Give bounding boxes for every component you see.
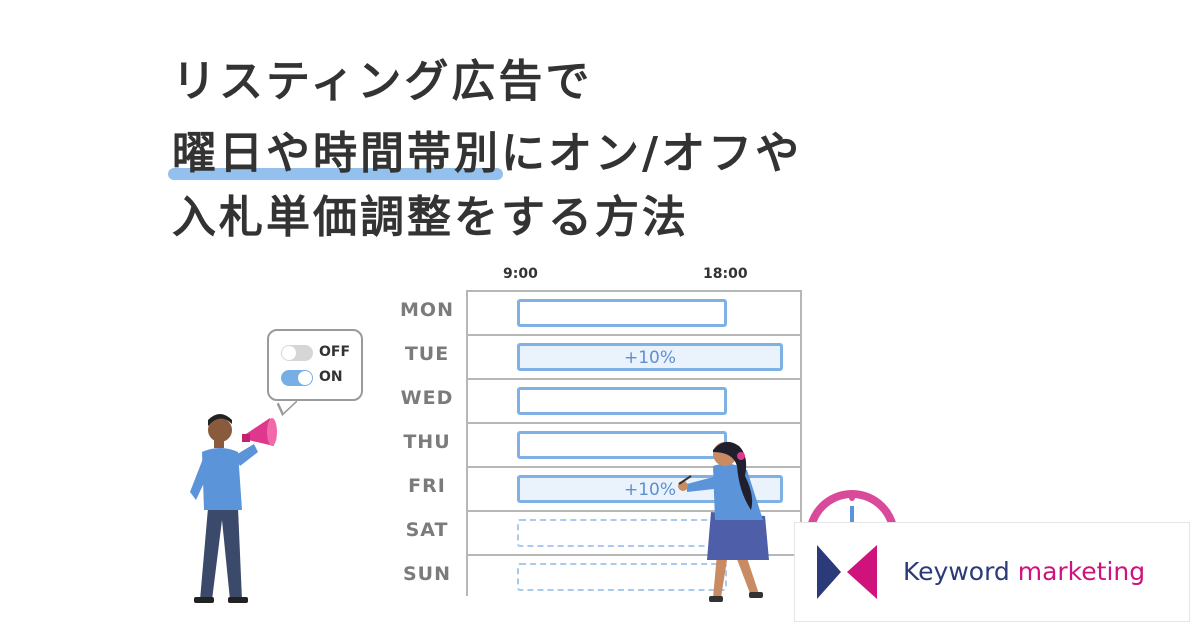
time-label-18: 18:00 — [703, 266, 748, 282]
schedule-row-thu — [468, 424, 800, 468]
logo-word-keyword: Keyword — [903, 557, 1010, 586]
schedule-row-sat — [468, 512, 800, 556]
schedule-row-mon — [468, 292, 800, 336]
title-highlight: 曜日や時間帯別 — [168, 126, 503, 182]
title-line-1: リスティング広告で — [172, 56, 593, 107]
title-line-2-rest: にオン/オフや — [501, 128, 803, 179]
schedule-bar-sun — [517, 563, 727, 591]
schedule-row-wed — [468, 380, 800, 424]
title-line-3: 入札単価調整をする方法 — [172, 192, 689, 243]
day-label-fri: FRI — [408, 475, 446, 497]
schedule-bar-mon — [517, 299, 727, 327]
logo-text: Keyword marketing — [903, 557, 1145, 586]
toggle-on-label: ON — [319, 369, 343, 385]
day-label-thu: THU — [403, 431, 451, 453]
woman-drawing-illustration — [678, 441, 769, 602]
toggle-off-label: OFF — [319, 344, 351, 360]
schedule-bar-tue: +10% — [517, 343, 783, 371]
logo-word-marketing: marketing — [1017, 557, 1146, 586]
schedule-bar-wed — [517, 387, 727, 415]
schedule-bar-thu — [517, 431, 727, 459]
keyword-marketing-logo-icon — [817, 545, 877, 599]
day-label-wed: WED — [400, 387, 454, 409]
man-megaphone-illustration — [190, 414, 277, 603]
speech-bubble: OFF ON — [267, 329, 363, 401]
day-label-mon: MON — [400, 299, 454, 321]
title-line-2: 曜日や時間帯別にオン/オフや — [168, 126, 803, 182]
schedule-row-sun — [468, 556, 800, 600]
schedule-bar-sat — [517, 519, 727, 547]
bar-label: +10% — [623, 348, 677, 368]
logo-box: Keyword marketing — [794, 522, 1190, 622]
toggle-off-icon — [281, 345, 313, 361]
schedule-row-tue: +10% — [468, 336, 800, 380]
bar-label: +10% — [623, 480, 677, 500]
day-label-sat: SAT — [405, 519, 449, 541]
day-label-tue: TUE — [404, 343, 450, 365]
time-label-9: 9:00 — [503, 266, 538, 282]
day-label-sun: SUN — [402, 563, 451, 585]
toggle-on-icon — [281, 370, 313, 386]
